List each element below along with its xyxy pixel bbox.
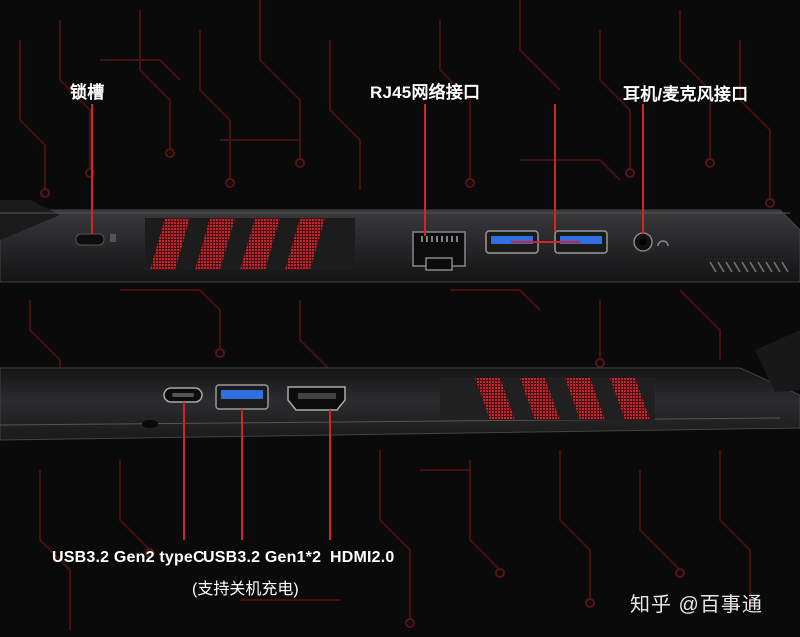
usb-c-port (163, 387, 203, 403)
vent-left (145, 218, 355, 270)
headphone-jack (633, 232, 669, 252)
hdmi-port (287, 386, 346, 411)
indicator-lines (91, 104, 644, 540)
circuit-nodes (40, 148, 775, 628)
lock-slot (75, 233, 105, 246)
rj45-port (412, 231, 466, 271)
label-usb-c: USB3.2 Gen2 typeC (52, 549, 205, 566)
label-usb-a: USB3.2 Gen1*2 (203, 549, 322, 566)
label-usb-a-note: (支持关机充电) (192, 581, 299, 598)
laptop-left-side (0, 200, 800, 283)
label-hdmi: HDMI2.0 (330, 549, 395, 566)
watermark: 知乎 @百事通 (630, 594, 763, 616)
usb-a-port-3 (215, 384, 269, 410)
vent-bottom (440, 378, 655, 420)
laptop-right-side (0, 330, 800, 441)
circuit-background (19, 0, 771, 630)
label-headphone: 耳机/麦克风接口 (623, 85, 749, 104)
label-lock-slot: 锁槽 (70, 83, 105, 102)
label-rj45: RJ45网络接口 (370, 83, 481, 102)
vent-right-small (709, 261, 789, 273)
